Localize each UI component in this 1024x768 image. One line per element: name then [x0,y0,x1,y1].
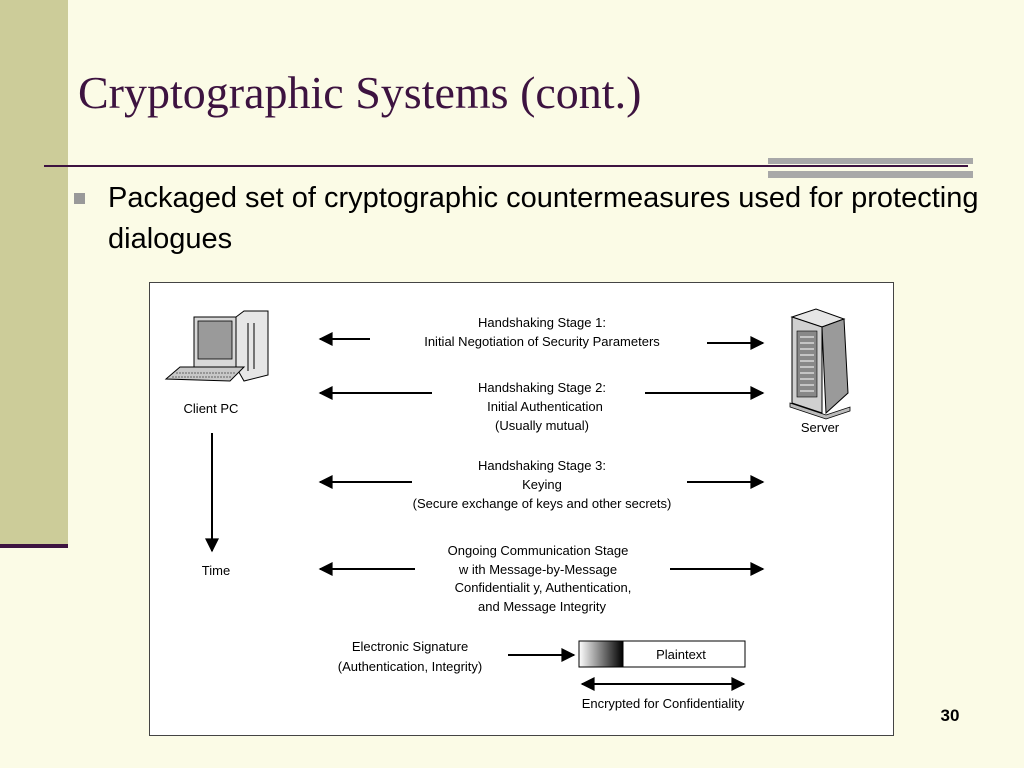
ongoing-line-4: and Message Integrity [478,599,606,614]
bullet-square-icon [74,193,85,204]
stage-2-desc: Initial Authentication [487,399,603,414]
stage-2-title: Handshaking Stage 2: [478,380,606,395]
signature-label: Electronic Signature [352,639,468,654]
ongoing-line-2: w ith Message-by-Message [458,562,617,577]
client-pc-label: Client PC [184,401,239,416]
stage-2: Handshaking Stage 2: Initial Authenticat… [318,380,765,433]
title-accent-bar-bottom [768,171,973,178]
title-accent-bar-top [768,158,973,164]
left-decorative-band [0,0,68,548]
stage-3-note: (Secure exchange of keys and other secre… [413,496,672,511]
encrypted-label: Encrypted for Confidentiality [582,696,745,711]
page-number: 30 [940,706,960,725]
bullet-text: Packaged set of cryptographic countermea… [108,182,979,255]
plaintext-label: Plaintext [656,647,706,662]
stage-3: Handshaking Stage 3: Keying (Secure exch… [318,458,765,511]
left-band-rule [0,544,68,548]
client-pc-icon [164,310,269,382]
ongoing-line-1: Ongoing Communication Stage [448,543,629,558]
signature-block [578,640,624,668]
ongoing-line-3: Confidentialit y, Authentication, [455,580,632,595]
stage-1-title: Handshaking Stage 1: [478,315,606,330]
stage-1: Handshaking Stage 1: Initial Negotiation… [318,315,765,350]
title-underline [44,165,968,167]
plaintext-block [622,640,746,668]
server-icon [789,308,851,420]
dialogue-diagram: Client PC Server Time Handshaking Stage … [149,282,894,736]
stage-2-note: (Usually mutual) [495,418,589,433]
stage-1-desc: Initial Negotiation of Security Paramete… [424,334,660,349]
ongoing-stage: Ongoing Communication Stage w ith Messag… [318,543,765,614]
stage-3-desc: Keying [522,477,562,492]
time-label: Time [202,563,230,578]
server-label: Server [801,420,840,435]
signature-note: (Authentication, Integrity) [338,659,483,674]
slide-title: Cryptographic Systems (cont.) [78,67,642,118]
stage-3-title: Handshaking Stage 3: [478,458,606,473]
